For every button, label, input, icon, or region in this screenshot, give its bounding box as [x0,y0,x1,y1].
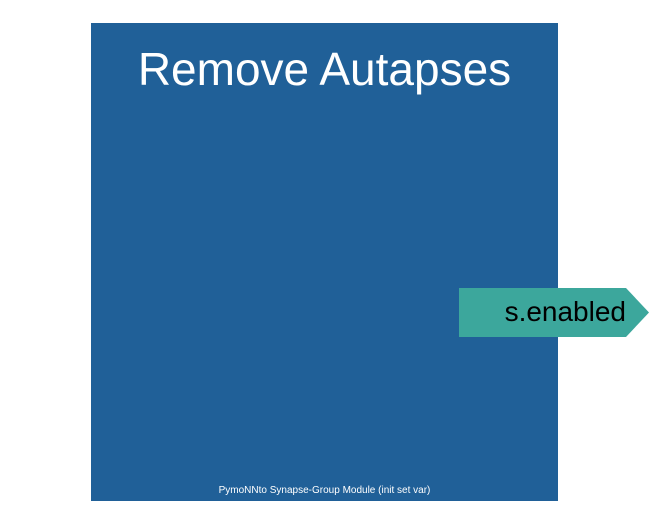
module-box: Remove Autapses PymoNNto Synapse-Group M… [91,23,558,501]
module-footer: PymoNNto Synapse-Group Module (init set … [218,485,431,496]
output-port-arrow-polygon [459,288,649,337]
output-port: s.enabled [459,288,649,337]
output-port-arrow-shape [459,288,649,337]
module-title: Remove Autapses [137,43,512,95]
output-port-label: s.enabled [504,296,626,327]
